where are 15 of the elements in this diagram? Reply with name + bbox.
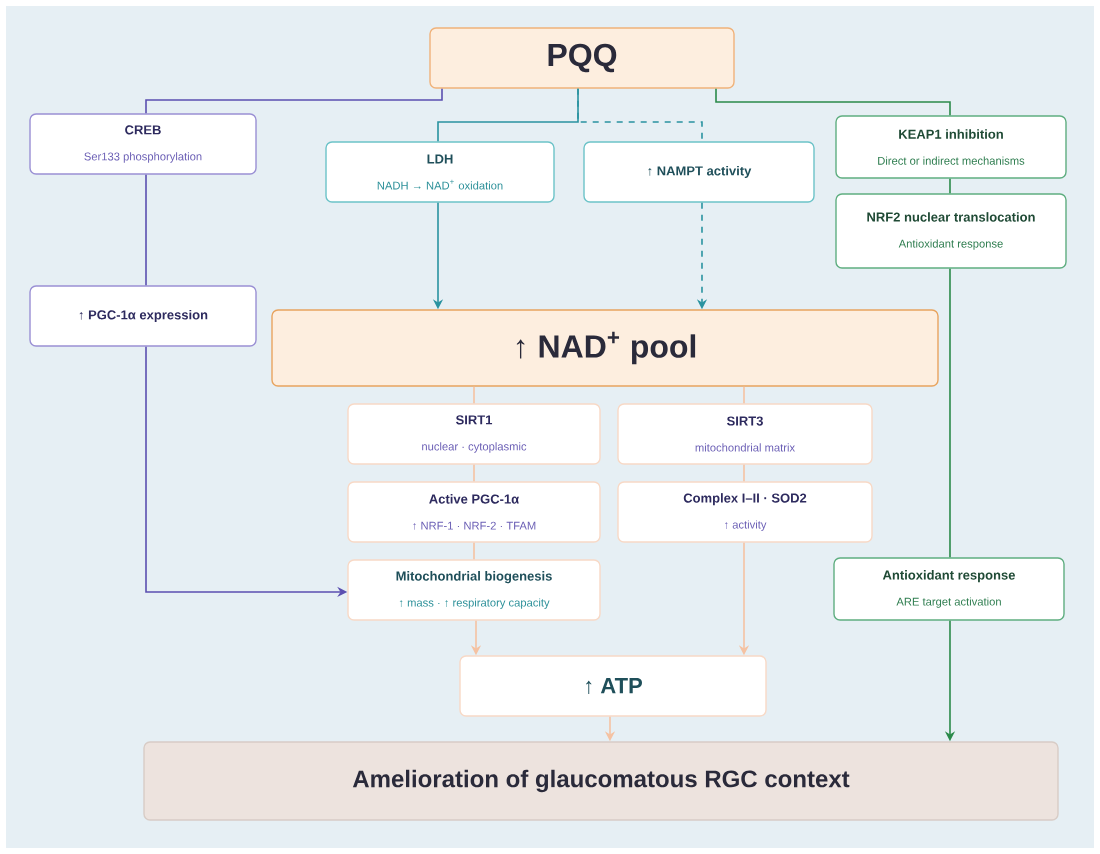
connector-line [473,463,475,483]
connector-line [473,385,475,405]
connector-line [743,463,745,483]
source-box: PQQ [429,27,735,89]
process-box: ↑ ATP [459,655,767,717]
connector-line [577,87,703,143]
connector-line [145,87,443,115]
connector-line [473,541,475,561]
pool-box: ↑ NAD$^{+}$ pool [271,309,939,387]
connector-line [949,267,951,559]
connector-line [715,87,951,117]
connector-line [743,385,745,405]
outcome-box: Amelioration of glaucomatous RGC context [143,741,1059,821]
connector-line [949,177,951,195]
connector-line [145,173,147,287]
